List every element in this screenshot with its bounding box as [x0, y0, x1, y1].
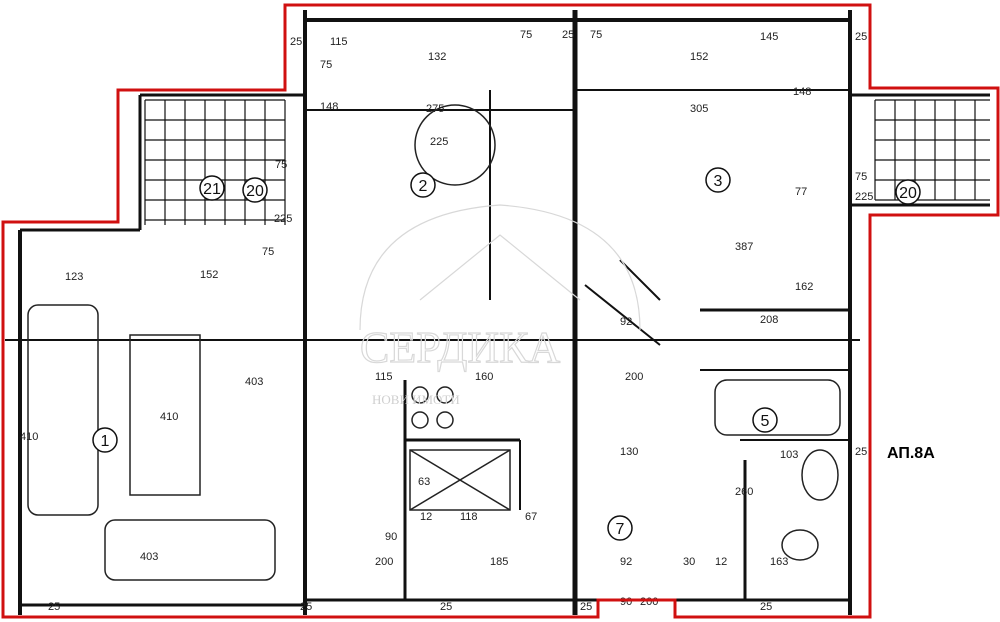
dimension-label: 200 [640, 596, 658, 608]
dimension-label: 403 [245, 376, 263, 388]
stove-burner [411, 386, 429, 404]
dimension-label: 225 [430, 136, 448, 148]
dimension-label: 25 [855, 446, 867, 458]
dimension-label: 25 [855, 31, 867, 43]
room-number: 20 [899, 185, 917, 202]
room-number: 2 [419, 178, 428, 195]
dimension-label: 90 [385, 531, 397, 543]
watermark-brand: СЕРДИКА [360, 323, 561, 372]
dimension-label: 92 [620, 556, 632, 568]
room-number: 21 [203, 181, 221, 198]
dimension-label: 387 [735, 241, 753, 253]
dimension-label: 148 [320, 101, 338, 113]
room-number-circle [895, 179, 921, 205]
dimension-label: 92 [620, 316, 632, 328]
sofa [104, 519, 276, 581]
dimension-label: 75 [320, 59, 332, 71]
dimension-label: 123 [65, 271, 83, 283]
room-number: 5 [761, 413, 770, 430]
watermark-tagline: НОВИ ИМОТИ [372, 392, 460, 407]
dimension-label: 208 [760, 314, 778, 326]
dimension-label: 115 [375, 371, 393, 383]
dimension-label: 25 [300, 601, 312, 613]
stove-burner [436, 411, 454, 429]
stove-burner [436, 386, 454, 404]
dimension-label: 305 [690, 103, 708, 115]
room-number-circle [752, 407, 778, 433]
room-number-circle [92, 427, 118, 453]
room-number: 1 [101, 433, 110, 450]
wall [619, 259, 661, 301]
room-number-circle [410, 172, 436, 198]
dimension-label: 67 [525, 511, 537, 523]
dimension-label: 25 [580, 601, 592, 613]
dimension-label: 25 [440, 601, 452, 613]
dimension-label: 225 [855, 191, 873, 203]
dimension-label: 260 [735, 486, 753, 498]
shaft [409, 449, 511, 511]
room-number-circle [242, 177, 268, 203]
dimension-label: 90 [620, 596, 632, 608]
dimension-label: 12 [420, 511, 432, 523]
dimension-label: 75 [275, 159, 287, 171]
room-number: 20 [246, 183, 264, 200]
dimension-label: 75 [590, 29, 602, 41]
dimension-label: 25 [562, 29, 574, 41]
dimension-label: 403 [140, 551, 158, 563]
room-number: 3 [714, 173, 723, 190]
dimension-label: 410 [160, 411, 178, 423]
room-number-circle [199, 175, 225, 201]
dimension-label: 163 [770, 556, 788, 568]
stove-burner [411, 411, 429, 429]
dimension-label: 115 [330, 36, 348, 48]
dimension-label: 152 [690, 51, 708, 63]
dimension-label: 75 [520, 29, 532, 41]
room-number-circle [607, 515, 633, 541]
dimension-label: 118 [460, 511, 478, 523]
dimension-label: 77 [795, 186, 807, 198]
room-number-circle [705, 167, 731, 193]
sofa [27, 304, 99, 516]
dining-table [414, 104, 496, 186]
dimension-label: 148 [793, 86, 811, 98]
dimension-label: 152 [200, 269, 218, 281]
fixtures [27, 104, 841, 581]
dimension-label: 145 [760, 31, 778, 43]
dimension-label: 12 [715, 556, 727, 568]
watermark: СЕРДИКА НОВИ ИМОТИ [359, 204, 641, 407]
dimension-label: 275 [426, 103, 444, 115]
dimension-label: 103 [780, 449, 798, 461]
wall [584, 284, 661, 346]
dimension-label: 75 [855, 171, 867, 183]
dimension-label: 30 [683, 556, 695, 568]
walls [5, 10, 990, 615]
dimension-label: 200 [375, 556, 393, 568]
apartment-label: АП.8А [887, 445, 935, 462]
dimension-label: 162 [795, 281, 813, 293]
dimension-label: 185 [490, 556, 508, 568]
dimension-label: 225 [274, 213, 292, 225]
dimension-label: 25 [290, 36, 302, 48]
apartment-outline [1, 3, 1000, 619]
dimension-label: 63 [418, 476, 430, 488]
sink [801, 449, 839, 501]
dimension-label: 25 [760, 601, 772, 613]
room-number: 7 [616, 521, 625, 538]
dimension-label: 160 [475, 371, 493, 383]
dimension-label: 200 [625, 371, 643, 383]
bathtub [714, 379, 841, 436]
dimension-label: 410 [20, 431, 38, 443]
dimension-label: 75 [262, 246, 274, 258]
dimension-label: 25 [48, 601, 60, 613]
table [129, 334, 201, 496]
dimension-label: 130 [620, 446, 638, 458]
toilet [781, 529, 819, 561]
shaft-cross [409, 449, 511, 511]
dimension-label: 132 [428, 51, 446, 63]
